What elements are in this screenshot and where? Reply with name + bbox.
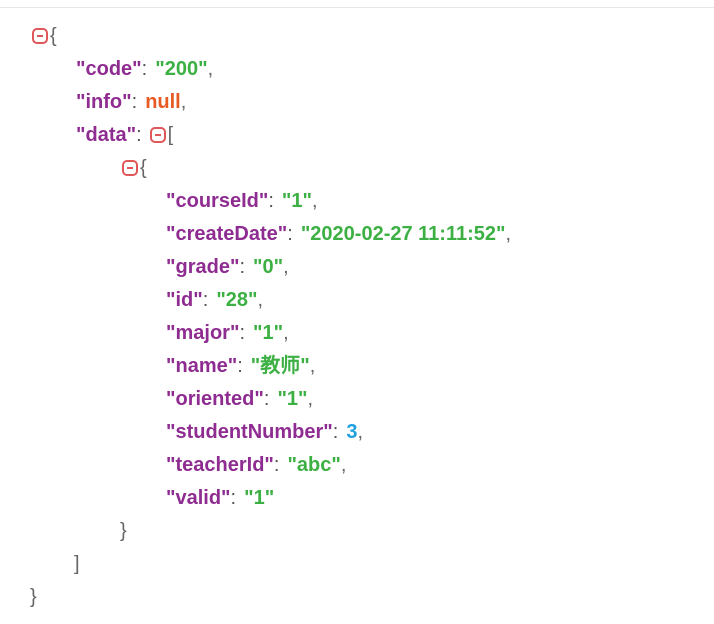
json-row-createDate: "createDate":"2020-02-27 11:11:52", [166, 223, 512, 245]
json-row-code: "code":"200", [76, 58, 214, 80]
json-value: "教师" [250, 355, 310, 377]
json-row-id: "id":"28", [166, 289, 264, 311]
json-value: "1" [244, 487, 275, 509]
json-key: "teacherId" [166, 454, 274, 476]
json-row-oriented: "oriented":"1", [166, 388, 314, 410]
root-object-open: { [32, 20, 57, 52]
json-key: "valid" [166, 487, 231, 509]
json-key: "grade" [166, 256, 240, 278]
collapse-array-icon[interactable] [149, 127, 166, 143]
json-row-studentNumber: "studentNumber":3, [166, 421, 363, 443]
json-row-data: "data":[ [76, 124, 174, 146]
json-value: null [145, 91, 181, 113]
json-value: "abc" [287, 454, 341, 476]
collapse-item-icon[interactable] [122, 160, 138, 176]
array-item-close: } [120, 520, 127, 542]
json-key: "code" [76, 58, 142, 80]
json-key: "data" [76, 124, 137, 146]
json-row-name: "name":"教师", [166, 355, 316, 377]
json-row-info: "info":null, [76, 91, 187, 113]
json-row-major: "major":"1", [166, 322, 289, 344]
json-key: "id" [166, 289, 203, 311]
json-key: "createDate" [166, 223, 288, 245]
json-value: "1" [253, 322, 284, 344]
collapse-root-icon[interactable] [32, 28, 48, 44]
json-row-teacherId: "teacherId":"abc", [166, 454, 347, 476]
json-key: "studentNumber" [166, 421, 333, 443]
json-row-grade: "grade":"0", [166, 256, 289, 278]
json-value: "200" [155, 58, 208, 80]
array-item-open: { [122, 152, 147, 184]
json-value: "2020-02-27 11:11:52" [300, 223, 506, 245]
json-value: "28" [216, 289, 258, 311]
top-border [0, 7, 714, 8]
array-close: ] [74, 553, 80, 575]
json-value: "1" [281, 190, 312, 212]
json-value: "1" [277, 388, 308, 410]
json-value: 3 [346, 421, 358, 443]
json-key: "name" [166, 355, 238, 377]
root-object-close: } [30, 586, 37, 608]
json-key: "info" [76, 91, 132, 113]
json-value: "0" [253, 256, 284, 278]
json-key: "oriented" [166, 388, 264, 410]
json-row-courseId: "courseId":"1", [166, 190, 318, 212]
json-key: "courseId" [166, 190, 269, 212]
json-row-valid: "valid":"1" [166, 487, 275, 509]
json-key: "major" [166, 322, 240, 344]
